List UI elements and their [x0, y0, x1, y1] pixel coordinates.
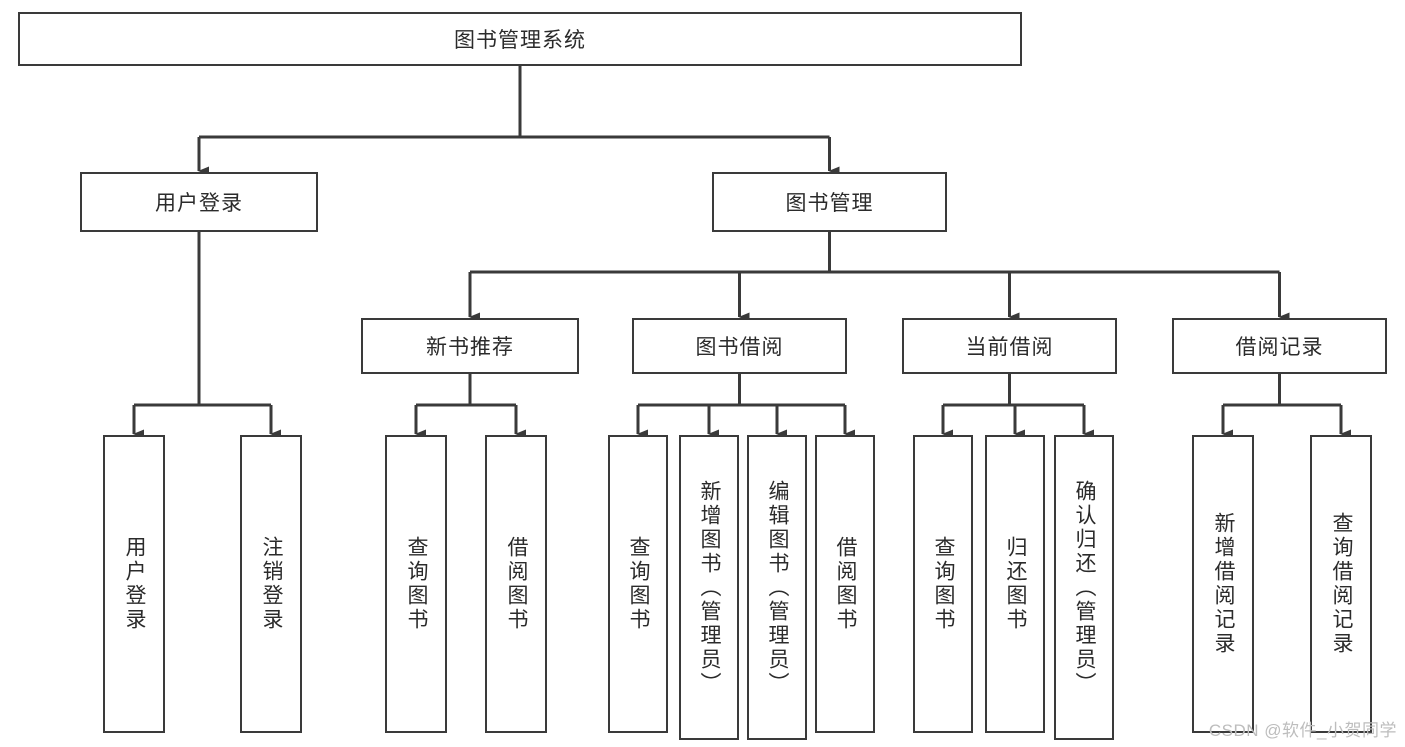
connector-lines: [132, 66, 1351, 439]
node-leaf7[interactable]: 编辑图书（管理员）: [747, 435, 807, 740]
node-l2d[interactable]: 借阅记录: [1172, 318, 1387, 374]
node-label: 图书管理系统: [454, 29, 586, 52]
node-label: 注销登录: [260, 536, 284, 632]
watermark-label: CSDN @软件_小贺同学: [1208, 721, 1397, 740]
node-label: 借阅图书: [505, 536, 529, 632]
node-root[interactable]: 图书管理系统: [18, 12, 1022, 66]
node-label: 用户登录: [123, 536, 147, 632]
node-leaf5[interactable]: 查询图书: [608, 435, 668, 733]
node-label: 查询图书: [405, 536, 429, 632]
node-label: 编辑图书（管理员）: [766, 479, 790, 696]
node-label: 新书推荐: [426, 336, 514, 359]
node-label: 用户登录: [155, 192, 243, 215]
node-label: 借阅记录: [1235, 336, 1324, 359]
node-label: 图书借阅: [695, 336, 784, 359]
node-l1a[interactable]: 用户登录: [80, 172, 318, 232]
node-l2c[interactable]: 当前借阅: [902, 318, 1117, 374]
node-leaf3[interactable]: 查询图书: [385, 435, 447, 733]
node-label: 借阅图书: [834, 536, 858, 632]
node-leaf10[interactable]: 归还图书: [985, 435, 1045, 733]
node-leaf8[interactable]: 借阅图书: [815, 435, 875, 733]
node-leaf13[interactable]: 查询借阅记录: [1310, 435, 1372, 733]
node-l2b[interactable]: 图书借阅: [632, 318, 847, 374]
node-label: 新增图书（管理员）: [698, 479, 722, 696]
node-label: 当前借阅: [965, 336, 1054, 359]
node-label: 图书管理: [785, 192, 874, 215]
node-label: 归还图书: [1004, 536, 1028, 632]
node-leaf1[interactable]: 用户登录: [103, 435, 165, 733]
node-label: 查询借阅记录: [1330, 512, 1354, 656]
node-label: 查询图书: [932, 536, 956, 632]
node-label: 新增借阅记录: [1212, 512, 1236, 656]
node-leaf12[interactable]: 新增借阅记录: [1192, 435, 1254, 733]
node-l2a[interactable]: 新书推荐: [361, 318, 579, 374]
node-label: 查询图书: [627, 536, 651, 632]
node-label: 确认归还（管理员）: [1073, 479, 1097, 696]
node-leaf4[interactable]: 借阅图书: [485, 435, 547, 733]
node-leaf6[interactable]: 新增图书（管理员）: [679, 435, 739, 740]
node-leaf11[interactable]: 确认归还（管理员）: [1054, 435, 1114, 740]
node-leaf2[interactable]: 注销登录: [240, 435, 302, 733]
node-leaf9[interactable]: 查询图书: [913, 435, 973, 733]
node-l1b[interactable]: 图书管理: [712, 172, 947, 232]
